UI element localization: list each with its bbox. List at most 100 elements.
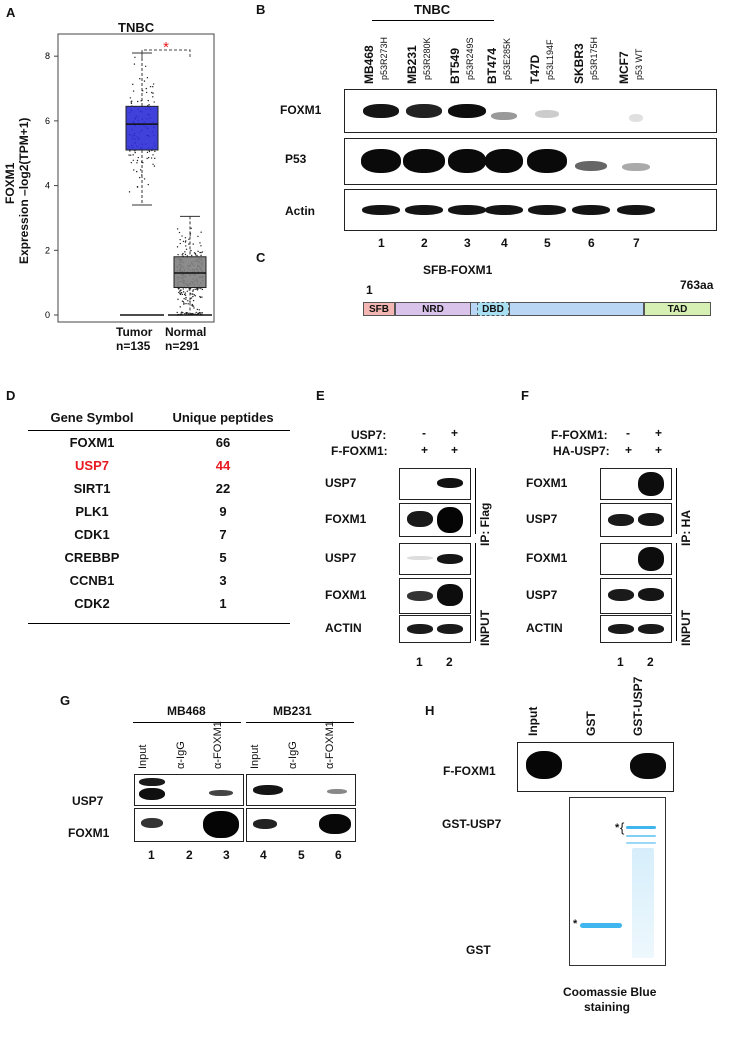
gene-cell: USP7 — [75, 458, 109, 473]
domain-body-mid — [509, 302, 644, 316]
domain-sfb: SFB — [363, 302, 395, 316]
panel-h-lane-label-0: Input — [526, 706, 540, 736]
panel-g-row-usp7: USP7 — [72, 794, 104, 808]
data-point — [190, 227, 192, 230]
data-point — [195, 254, 197, 256]
data-point — [185, 311, 188, 314]
data-point — [147, 183, 149, 186]
data-point — [149, 85, 152, 88]
data-point — [182, 288, 184, 290]
gel-band-gst — [580, 923, 622, 928]
data-point — [179, 289, 182, 292]
lane-label-cell-3: BT474 — [485, 47, 499, 84]
panelE-input-bracket — [475, 543, 476, 641]
gel-band-gstusp7-1 — [626, 826, 656, 829]
panelF-band-1-1 — [638, 513, 664, 526]
panel-h-caption-1: Coomassie Blue — [563, 985, 657, 999]
gel-marker-gstusp7: * — [615, 822, 620, 834]
data-point — [188, 243, 190, 245]
gene-cell: FOXM1 — [69, 435, 115, 450]
panelE-row-label-0: USP7 — [325, 476, 357, 490]
data-point — [198, 309, 200, 311]
data-point — [192, 295, 194, 298]
band-actin-4 — [485, 205, 523, 215]
data-point — [200, 254, 202, 257]
panel-f-cond1-l2: + — [655, 426, 663, 440]
table-bottom-rule — [28, 623, 290, 624]
panelE-input-label: INPUT — [478, 610, 492, 646]
data-point — [181, 235, 183, 237]
panel-g-group-line-1 — [133, 722, 241, 723]
data-point — [152, 85, 154, 88]
data-point — [129, 150, 131, 152]
data-point — [189, 301, 191, 303]
data-point — [201, 288, 204, 291]
data-point — [147, 156, 150, 159]
panelF-blot-2 — [600, 543, 672, 575]
band-foxm1-4 — [491, 112, 517, 120]
panel-f-cond2-l1: + — [625, 443, 633, 457]
panel-h-caption-2: staining — [584, 1000, 631, 1014]
lane-number-4: 4 — [501, 236, 508, 250]
data-point — [154, 150, 156, 153]
data-point — [134, 56, 136, 58]
panel-e-cond1-l2: + — [451, 426, 459, 440]
panel-h-blot-ffoxm1 — [517, 742, 674, 792]
data-point — [177, 287, 180, 290]
data-point — [145, 87, 148, 90]
panel-h-label: H — [425, 703, 435, 718]
tnbc-group-line — [372, 20, 494, 21]
data-point — [196, 254, 198, 257]
panel-g-blot-foxm1-mb231 — [246, 808, 356, 842]
data-point — [177, 298, 179, 301]
panelE-blot-2 — [399, 543, 471, 575]
panelF-blot-1 — [600, 503, 672, 537]
data-point — [152, 92, 154, 94]
data-point — [134, 151, 136, 154]
panel-c-end: 763aa — [680, 278, 714, 292]
lane-number-7: 7 — [633, 236, 640, 250]
lane-number-3: 3 — [464, 236, 471, 250]
band-actin-1 — [362, 205, 400, 215]
panel-g-lane-3: 3 — [223, 848, 230, 862]
panel-a-frame — [57, 33, 215, 323]
data-point — [137, 100, 139, 103]
data-point — [200, 287, 202, 290]
panelE-blot-3 — [399, 578, 471, 614]
panelF-ip-label: IP: HA — [679, 510, 693, 546]
data-point — [193, 252, 196, 254]
band-p53-2 — [403, 149, 445, 173]
data-point — [185, 240, 187, 242]
data-point — [185, 296, 187, 299]
data-point — [132, 159, 135, 161]
lane-label-cell-1: MB231 — [405, 45, 419, 84]
domain-dbd: DBD — [477, 302, 509, 316]
panelF-band-2-1 — [638, 547, 664, 571]
data-point — [193, 294, 196, 296]
domain-nrd: NRD — [395, 302, 471, 316]
data-point — [189, 234, 191, 236]
y-tick-label-0: 0 — [45, 310, 50, 320]
data-point — [196, 308, 199, 311]
data-point — [181, 300, 184, 302]
panelE-row-label-3: FOXM1 — [325, 588, 367, 602]
data-point — [199, 251, 201, 254]
y-tick-label-1: 2 — [45, 245, 50, 255]
band-p53-6 — [575, 161, 607, 171]
g-band-foxm1-input-4 — [253, 819, 277, 829]
panelF-band-1-0 — [608, 514, 634, 526]
panel-g-lane-label-0: Input — [137, 744, 149, 769]
data-point — [200, 312, 202, 314]
data-point — [192, 243, 194, 245]
lane-label-mut-2: p53R249S — [465, 37, 475, 80]
panel-f-cond1-l1: - — [626, 426, 630, 440]
table-header-gene: Gene Symbol — [50, 409, 134, 425]
band-actin-7 — [617, 205, 655, 215]
band-p53-5 — [527, 149, 567, 173]
data-point — [148, 104, 150, 106]
panel-a-xlabel-tumor: Tumor — [116, 325, 153, 339]
box-tumor — [125, 105, 159, 151]
panelF-band-4-1 — [638, 624, 664, 634]
h-band-gstusp7 — [630, 753, 666, 779]
